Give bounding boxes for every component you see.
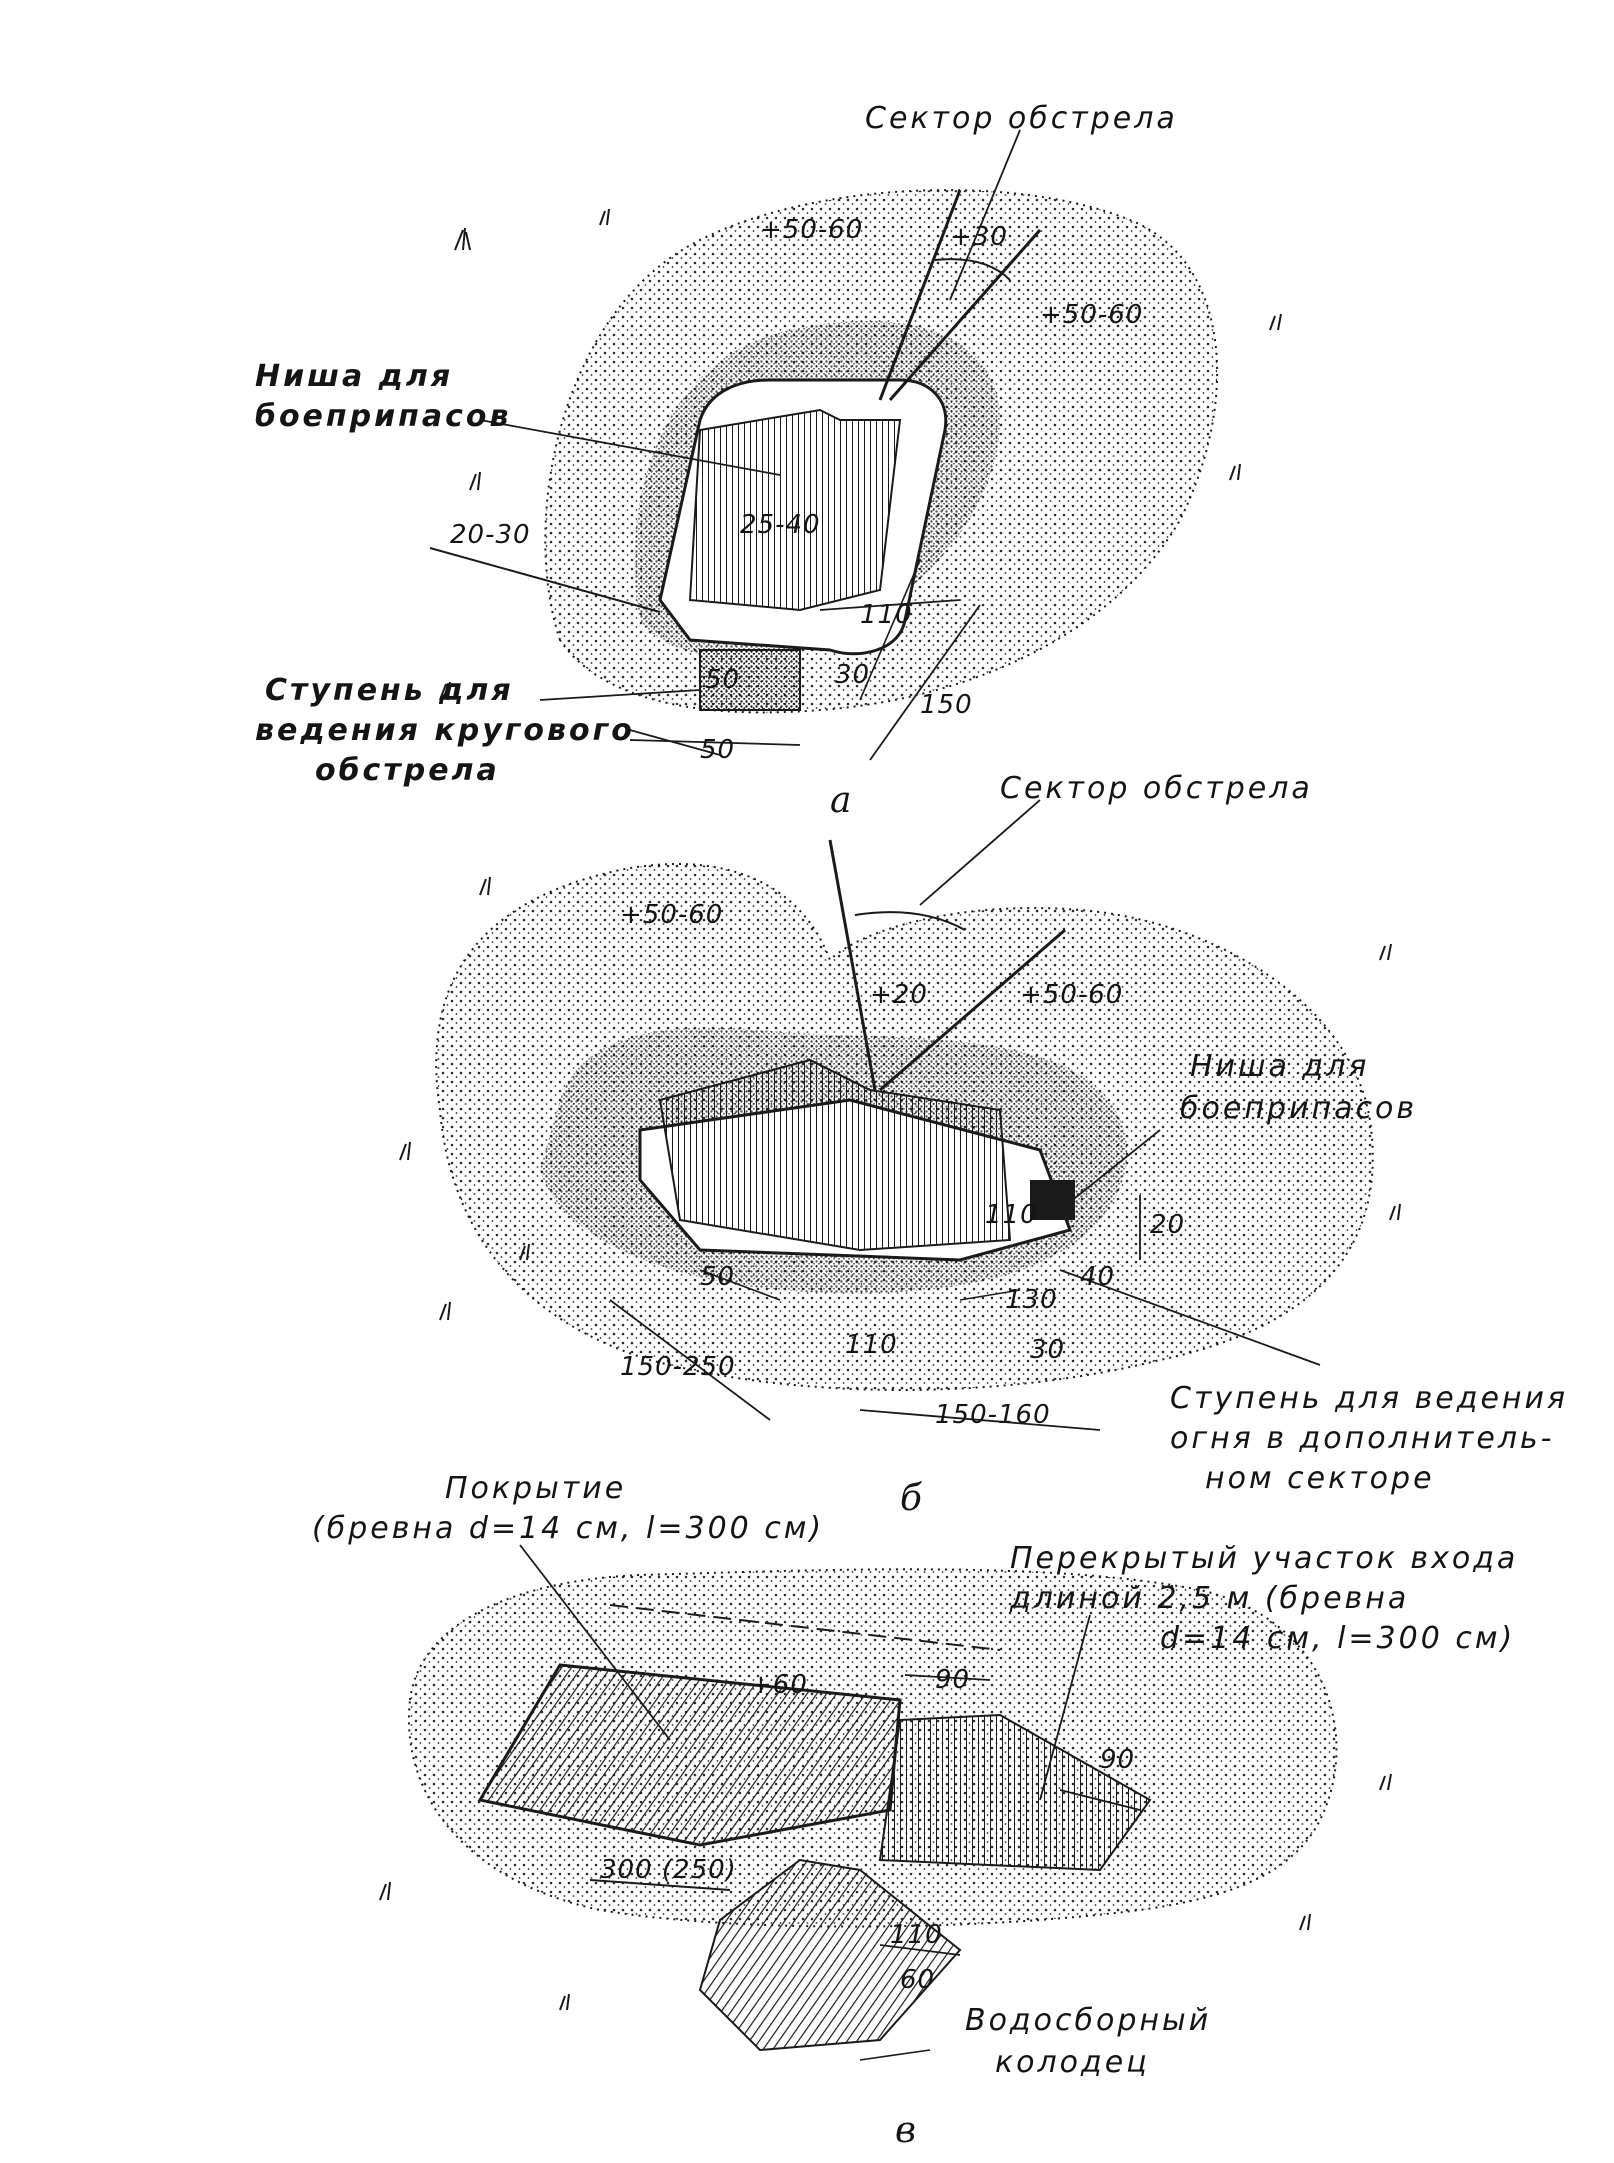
trench-a-wall (688, 408, 902, 612)
trench-c-exit (698, 1858, 962, 2052)
dim-a-9: 25-40 (740, 510, 821, 540)
step-label-b-line3: ном секторе (1205, 1461, 1435, 1496)
dim-c-0: +60 (750, 1670, 808, 1700)
dim-a-3: 20-30 (450, 520, 531, 550)
dim-b-4: 40 (1080, 1262, 1116, 1292)
niche-label-b-line1: Ниша для (1190, 1049, 1370, 1084)
figure-b-drawing (435, 799, 1374, 1431)
figure-a-caption: а (830, 780, 852, 821)
dim-c-1: 90 (935, 1665, 971, 1695)
dim-b-7: 150-250 (620, 1352, 736, 1382)
dim-a-1: +30 (950, 222, 1008, 252)
dim-b-0: +50-60 (620, 900, 724, 930)
dim-a-8: 30 (835, 660, 871, 690)
covered-entrance-label-line2: длиной 2,5 м (бревна (1010, 1581, 1410, 1616)
step-label-a-line3: обстрела (315, 753, 500, 788)
dim-b-11: 110 (985, 1200, 1038, 1230)
covered-entrance-label-line1: Перекрытый участок входа (1010, 1541, 1519, 1576)
sector-label-a: Сектор обстрела (865, 101, 1178, 136)
step-a (699, 649, 801, 711)
dim-a-2: +50-60 (1040, 300, 1144, 330)
step-label-b-line2: огня в дополнитель- (1170, 1421, 1555, 1456)
sector-label-b: Сектор обстрела (1000, 771, 1313, 806)
dim-b-2: +50-60 (1020, 980, 1124, 1010)
figure-b-caption: б (900, 1478, 922, 1519)
niche-b (1030, 1180, 1075, 1220)
dim-b-1: +20 (870, 980, 928, 1010)
well-label-line2: колодец (995, 2045, 1150, 2080)
dim-c-4: 110 (890, 1920, 943, 1950)
figure-a-drawing (429, 129, 1219, 761)
figure-c-caption: в (895, 2110, 916, 2151)
step-label-a-line1: Ступень для (265, 673, 514, 708)
cover-label-line2: (бревна d=14 см, l=300 см) (312, 1511, 825, 1546)
covered-entrance-label-line3: d=14 см, l=300 см) (1160, 1621, 1516, 1656)
dim-a-4: 110 (860, 600, 913, 630)
dim-c-2: 90 (1100, 1745, 1136, 1775)
grass-tufts (379, 208, 1401, 2011)
dim-b-8: 150-160 (935, 1400, 1051, 1430)
step-label-a-line2: ведения кругового (255, 713, 635, 748)
dim-b-9: 30 (1030, 1335, 1066, 1365)
dim-c-3: 300 (250) (600, 1855, 737, 1885)
dim-a-5: 50 (705, 665, 741, 695)
step-label-b-line1: Ступень для ведения (1170, 1381, 1569, 1416)
cover-label-line1: Покрытие (445, 1471, 627, 1506)
niche-label-a-line2: боеприпасов (255, 399, 512, 434)
niche-label-b-line2: боеприпасов (1180, 1091, 1417, 1126)
dim-a-7: 50 (700, 735, 736, 765)
dim-a-0: +50-60 (760, 215, 864, 245)
dim-b-6: 110 (845, 1330, 898, 1360)
figure-c-drawing (408, 1544, 1338, 2061)
trench-b-wall (658, 1058, 1012, 1252)
dim-b-5: 50 (700, 1262, 736, 1292)
covered-entrance (878, 1713, 1152, 1872)
dim-c-5: 60 (900, 1965, 936, 1995)
dim-a-6: 150 (920, 690, 973, 720)
niche-label-a-line1: Ниша для (255, 359, 454, 394)
well-label-line1: Водосборный (965, 2003, 1212, 2038)
dim-b-3: 20 (1150, 1210, 1186, 1240)
dim-b-10: 130 (1005, 1285, 1058, 1315)
